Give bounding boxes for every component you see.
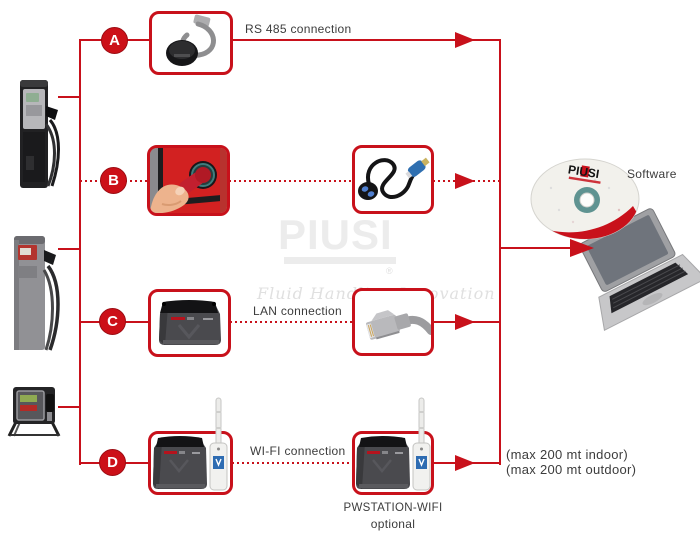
label-wifi-connection: WI-FI connection	[250, 444, 346, 458]
watermark-brand: PIUSI	[278, 211, 393, 258]
node-d: D	[99, 449, 126, 476]
box-key-cable-adapter	[352, 145, 434, 214]
cd-brand-text: PIUSI	[567, 162, 600, 181]
node-c: C	[99, 308, 126, 335]
label-pwstation-optional: optional	[370, 517, 416, 531]
cube-pump-icon	[7, 387, 61, 437]
line-row-a-right	[231, 39, 500, 41]
label-pwstation-wifi: PWSTATION-WIFI	[343, 502, 443, 514]
box-touch-key	[147, 145, 230, 216]
software-cd-icon: PIUSI	[530, 158, 640, 240]
label-max-outdoor: (max 200 mt outdoor)	[506, 462, 637, 477]
label-lan-connection: LAN connection	[253, 304, 342, 318]
fuel-dispenser-black-icon	[20, 80, 60, 188]
label-software: Software	[627, 167, 677, 181]
arrowhead-row-c	[455, 314, 475, 330]
key-cable-adapter-icon	[358, 157, 430, 200]
line-row-b-mid	[229, 180, 353, 182]
watermark-underline	[284, 257, 396, 264]
line-to-software	[500, 247, 574, 249]
rs485-adapter-icon	[166, 14, 216, 66]
box-ethernet-plug	[352, 288, 434, 356]
box-pw-lan-unit	[148, 289, 231, 357]
label-max-indoor: (max 200 mt indoor)	[506, 447, 629, 462]
box-rs485-adapter	[149, 11, 233, 75]
laptop-icon	[579, 208, 700, 332]
touch-key-press-icon	[150, 148, 227, 213]
arrowhead-to-software	[570, 239, 594, 257]
node-a: A	[101, 27, 128, 54]
pw-lan-unit-icon	[159, 300, 221, 345]
trunk-line-left	[79, 39, 81, 465]
arrowhead-row-b	[455, 173, 475, 189]
arrowhead-row-d	[455, 455, 475, 471]
stub-dispenser-2	[58, 248, 80, 250]
pw-wifi-unit-icon	[153, 397, 228, 491]
stub-dispenser-3	[58, 406, 80, 408]
collector-line-right	[499, 39, 501, 465]
arrowhead-row-a	[455, 32, 475, 48]
line-row-c-mid	[230, 321, 353, 323]
watermark-registered-mark: ®	[386, 266, 393, 276]
ethernet-plug-icon	[366, 310, 431, 340]
pwstation-wifi-icon	[356, 397, 431, 491]
label-rs485-connection: RS 485 connection	[245, 22, 352, 36]
line-row-d-mid	[232, 462, 352, 464]
fuel-dispenser-grey-icon	[14, 236, 60, 351]
stub-dispenser-1	[58, 96, 80, 98]
node-b: B	[100, 167, 127, 194]
